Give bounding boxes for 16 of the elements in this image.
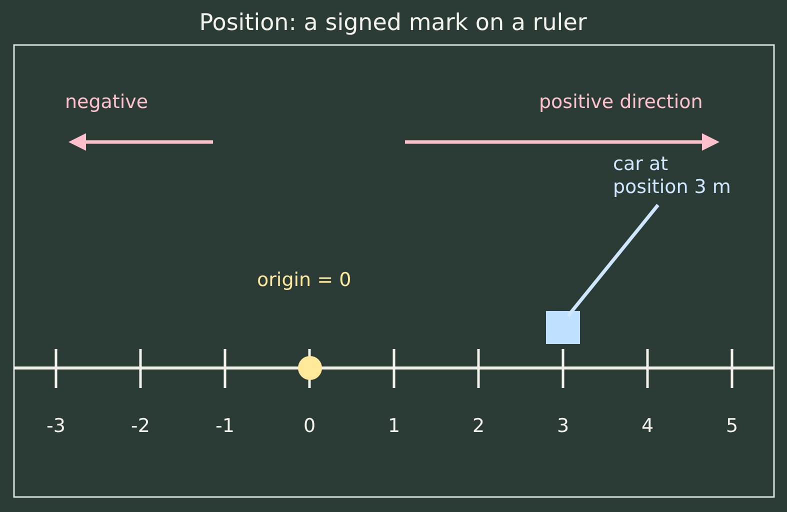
- tick-label: 5: [726, 415, 738, 437]
- direction-label: negative: [65, 91, 148, 113]
- tick-label: 1: [388, 415, 400, 437]
- tick-label: 3: [556, 415, 570, 437]
- leader-line: [566, 204, 660, 318]
- tick-label: -2: [131, 415, 150, 437]
- tick-label: 4: [641, 415, 654, 437]
- car-marker: [546, 311, 580, 344]
- direction-label: positive direction: [539, 91, 703, 113]
- origin-label: origin = 0: [257, 269, 352, 291]
- tick-label: 0: [303, 415, 316, 437]
- callout-text: car at position 3 m: [613, 153, 748, 199]
- tick-label: -1: [216, 415, 234, 437]
- tick-label: 2: [472, 415, 485, 437]
- diagram-title: Position: a signed mark on a ruler: [199, 10, 587, 36]
- tick-label: -3: [46, 415, 66, 437]
